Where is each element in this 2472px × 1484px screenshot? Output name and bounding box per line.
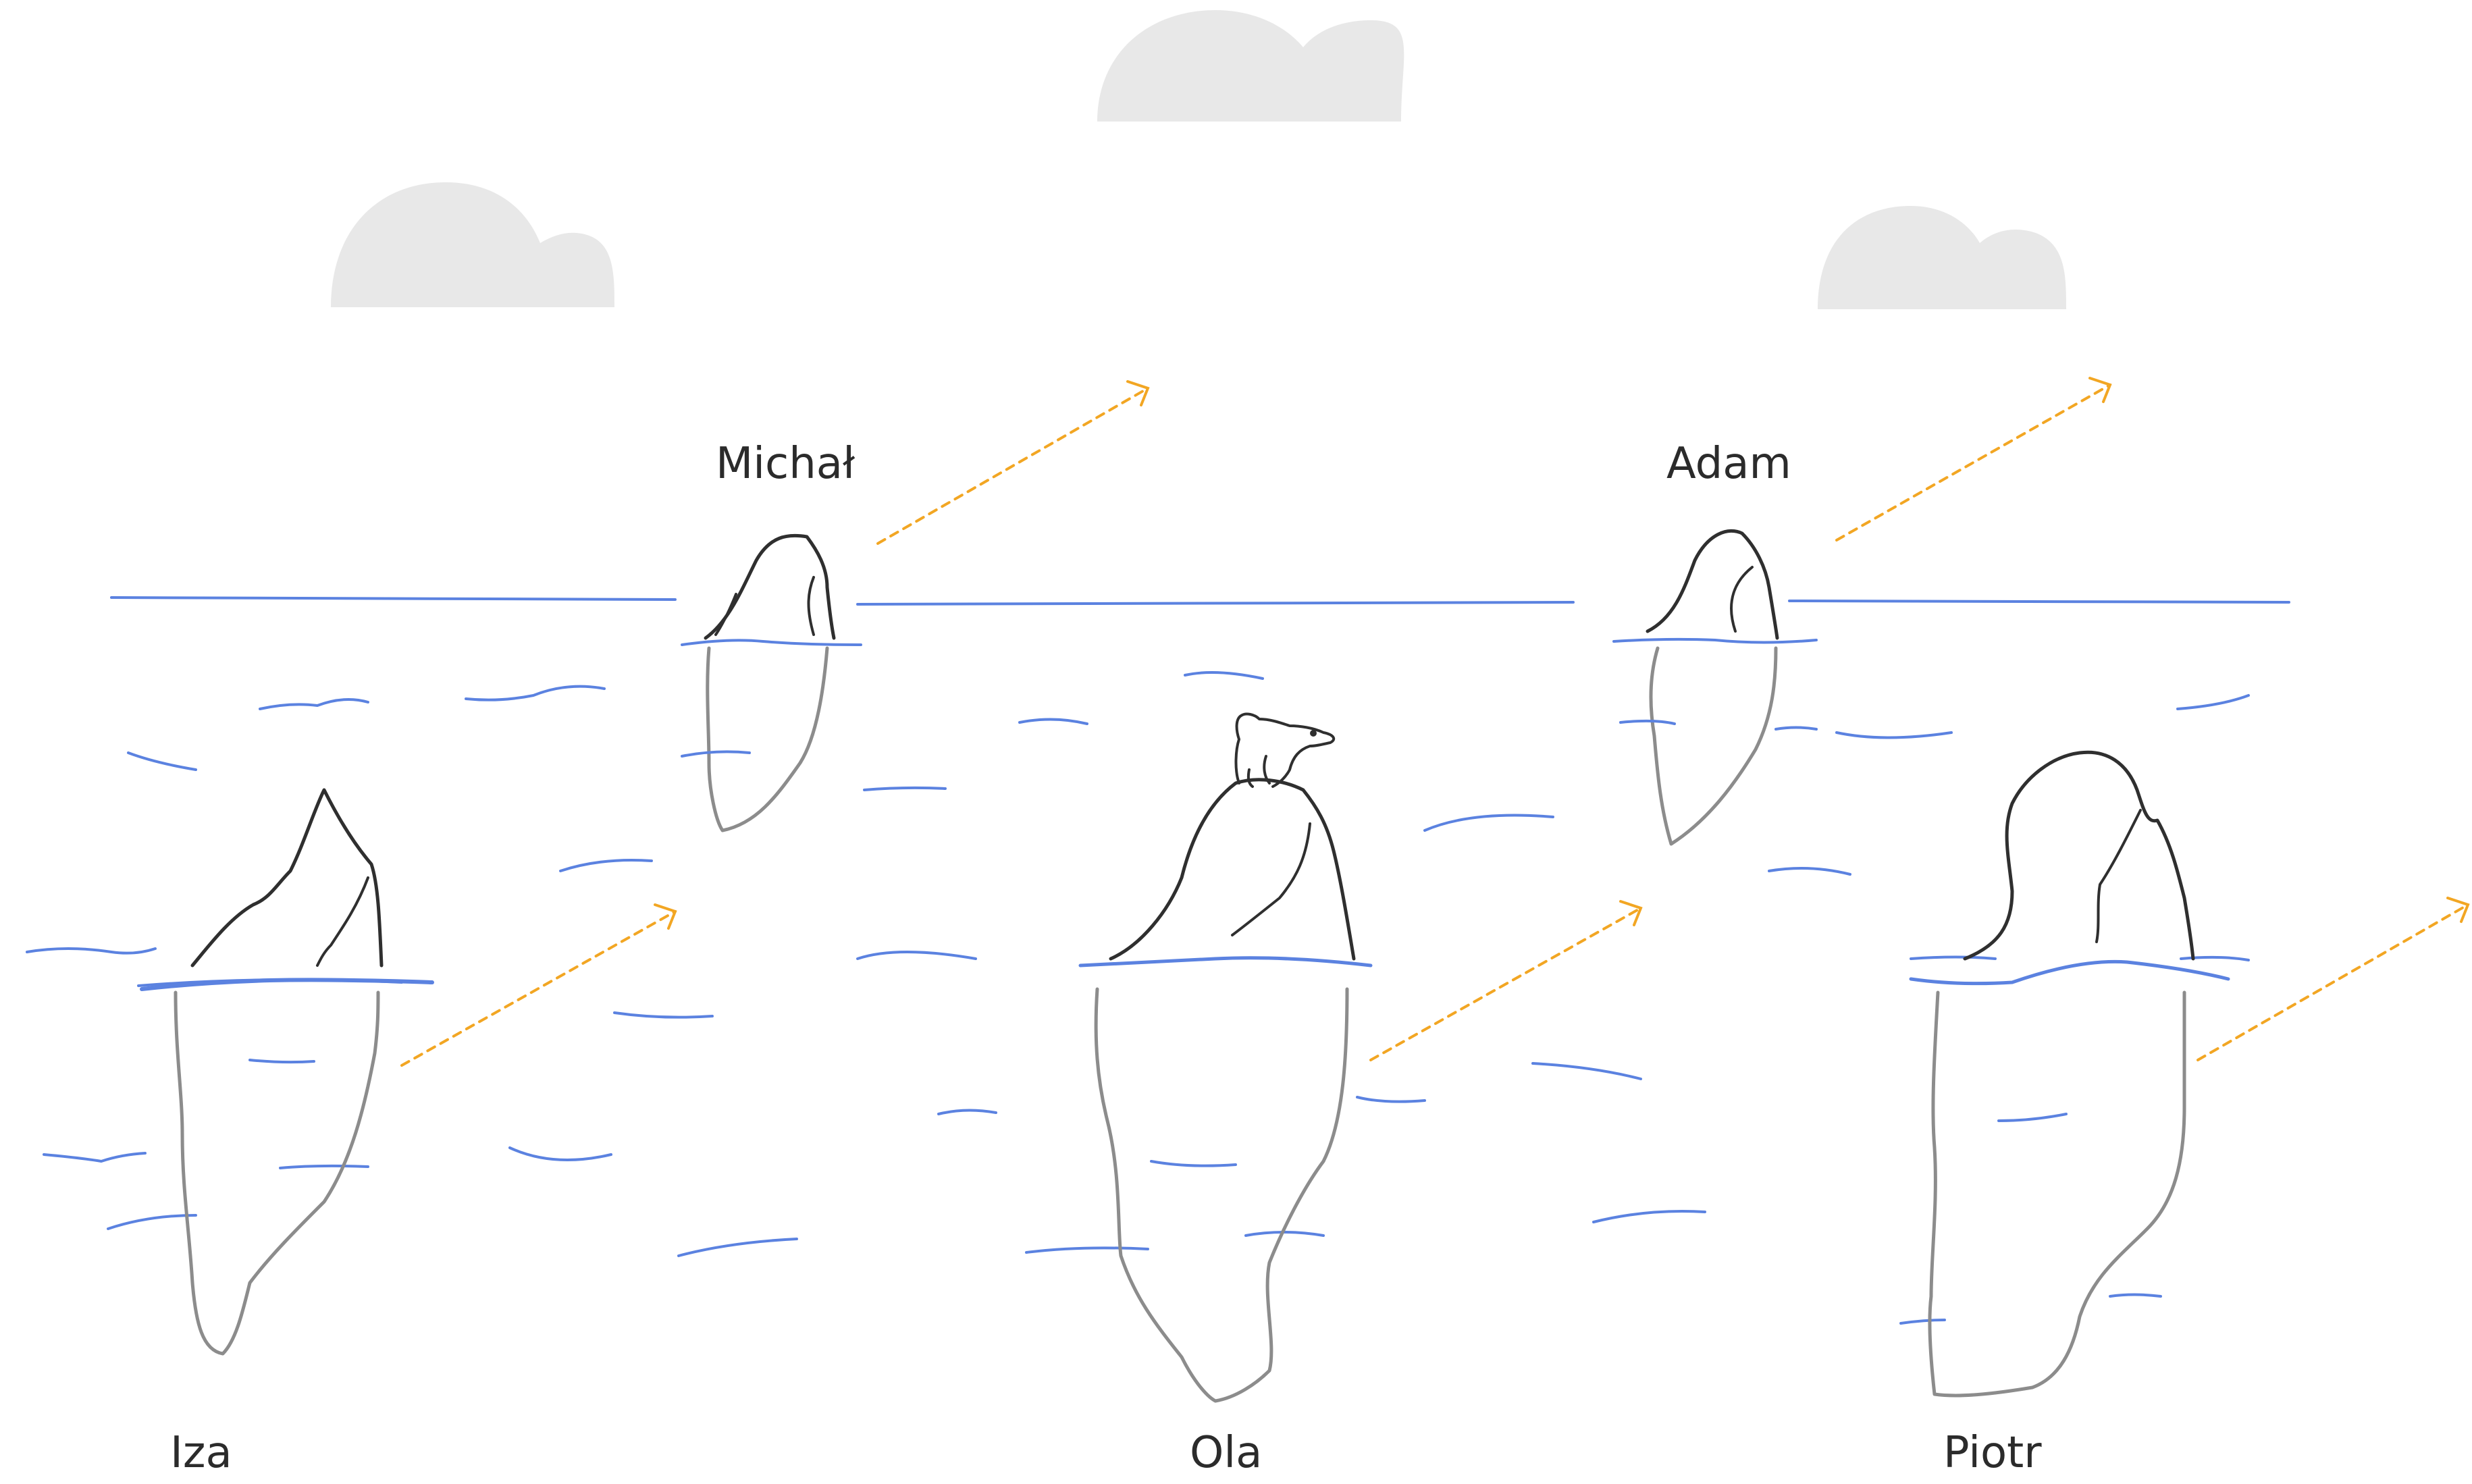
- label-ola: Ola: [1190, 1428, 1262, 1478]
- label-iza: Iza: [170, 1428, 232, 1478]
- label-adam: Adam: [1666, 439, 1791, 489]
- iceberg-michal: [682, 535, 861, 830]
- label-piotr: Piotr: [1943, 1428, 2042, 1478]
- cloud: [1818, 206, 2066, 309]
- water-waves: [27, 672, 2249, 1323]
- label-michal: Michał: [716, 439, 855, 489]
- arrow: [402, 378, 2468, 1065]
- iceberg-piotr: [1911, 752, 2228, 1396]
- cloud: [1097, 10, 1404, 122]
- cloud: [331, 182, 614, 307]
- iceberg-ola: [1080, 780, 1371, 1401]
- iceberg-adam: [1614, 531, 1816, 844]
- horizon-line: [111, 598, 2289, 604]
- iceberg-iza: [142, 790, 432, 1354]
- polar-bear-icon: [1236, 714, 1334, 787]
